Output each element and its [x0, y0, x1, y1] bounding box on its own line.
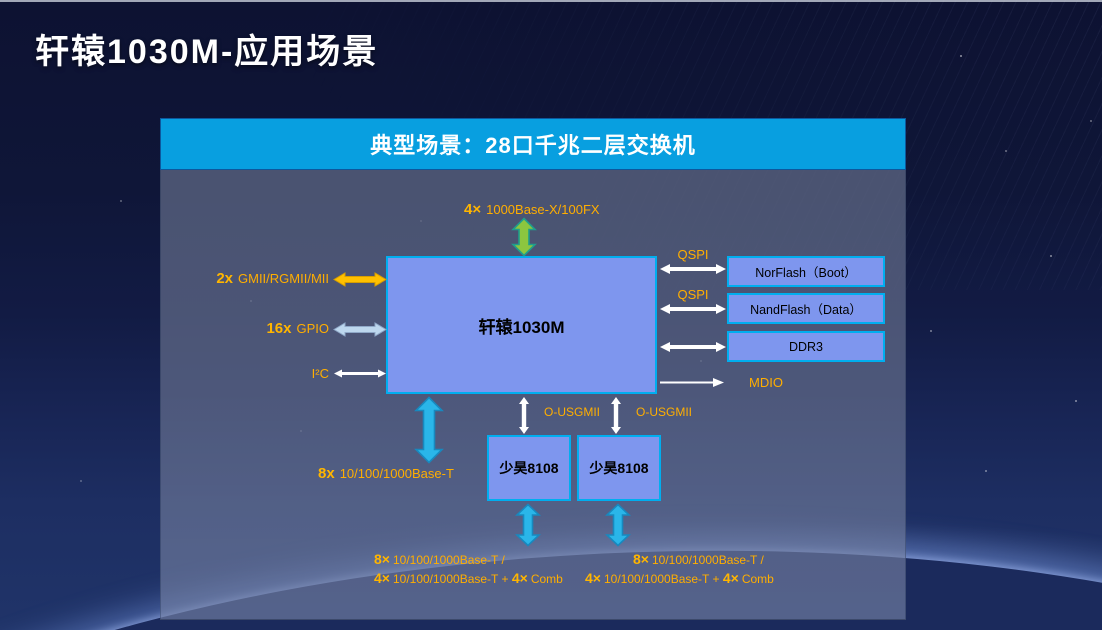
- phy-ports-qty: 8×: [374, 551, 390, 567]
- phy-ports-line2: 4×10/100/1000Base-T + 4×Comb: [585, 569, 774, 588]
- phy-block: 少昊8108: [577, 435, 661, 501]
- phy-ports-line1: 8×10/100/1000Base-T /: [374, 550, 563, 569]
- qspi-double-arrow-icon: [660, 264, 726, 274]
- usgmii-label: O-USGMII: [636, 405, 692, 419]
- phy-ports-qty: 4×: [374, 570, 390, 586]
- phy-ports-text: 10/100/1000Base-T +: [603, 572, 720, 586]
- page-title: 轩辕1030M-应用场景: [35, 33, 379, 71]
- ddr-double-arrow-icon: [660, 342, 726, 352]
- ddr3-label: DDR3: [788, 339, 824, 354]
- gpio-double-arrow-icon: [333, 322, 387, 337]
- norflash-label: NorFlash（Boot）: [755, 266, 857, 280]
- scenario-panel: 典型场景：28口千兆二层交换机 轩辕1030M 4× 1000Base-X/100…: [160, 118, 906, 620]
- fiber-port-qty: 4×: [464, 201, 482, 218]
- base-t-double-arrow-icon: [414, 396, 444, 464]
- phy-ports-double-arrow-icon: [515, 503, 541, 547]
- phy-ports-text: 10/100/1000Base-T +: [392, 572, 509, 586]
- norflash-block: NorFlash（Boot）: [727, 256, 885, 287]
- usgmii-double-arrow-icon: [519, 397, 529, 434]
- phy-ports-label: 8×10/100/1000Base-T / 4×10/100/1000Base-…: [374, 550, 563, 588]
- i2c-port-name: I²C: [311, 366, 329, 381]
- panel-header: 典型场景：28口千兆二层交换机: [160, 118, 906, 170]
- qspi-bus-label: QSPI: [677, 287, 709, 302]
- phy-ports-qty: 4×: [722, 570, 739, 586]
- gmii-port-qty: 2x: [216, 270, 233, 287]
- phy-ports-text: Comb: [530, 572, 563, 586]
- phy-ports-qty: 8×: [633, 551, 649, 567]
- gpio-port-name: GPIO: [296, 321, 329, 336]
- nandflash-block: NandFlash（Data）: [727, 293, 885, 324]
- nandflash-label: NandFlash（Data）: [750, 303, 862, 317]
- gpio-port-qty: 16x: [266, 320, 292, 337]
- phy-block: 少昊8108: [487, 435, 571, 501]
- chip-label: 轩辕1030M: [478, 317, 565, 337]
- fiber-port-label: 4× 1000Base-X/100FX: [464, 201, 600, 218]
- base-t-port-label: 8x 10/100/1000Base-T: [318, 465, 454, 482]
- chip-block: 轩辕1030M: [386, 256, 657, 394]
- phy-ports-line1: 8×10/100/1000Base-T /: [633, 550, 774, 569]
- qspi-bus-label: QSPI: [677, 247, 709, 262]
- gpio-port-label: 16x GPIO: [266, 320, 329, 337]
- phy-label: 少昊8108: [499, 460, 559, 476]
- fiber-double-arrow-icon: [511, 217, 537, 257]
- phy-ports-text: 10/100/1000Base-T /: [392, 553, 505, 567]
- usgmii-label: O-USGMII: [544, 405, 600, 419]
- phy-ports-line2: 4×10/100/1000Base-T + 4×Comb: [374, 569, 563, 588]
- gmii-port-name: GMII/RGMII/MII: [238, 271, 329, 286]
- phy-ports-double-arrow-icon: [605, 503, 631, 547]
- base-t-port-name: 10/100/1000Base-T: [339, 466, 454, 481]
- gmii-port-label: 2x GMII/RGMII/MII: [216, 270, 329, 287]
- phy-ports-text: Comb: [741, 572, 774, 586]
- phy-ports-qty: 4×: [585, 570, 601, 586]
- mdio-label: MDIO: [749, 375, 783, 390]
- window-top-edge: [0, 0, 1102, 2]
- fiber-port-name: 1000Base-X/100FX: [486, 202, 600, 217]
- usgmii-double-arrow-icon: [611, 397, 621, 434]
- phy-ports-text: 10/100/1000Base-T /: [651, 553, 764, 567]
- mdio-arrow-icon: [660, 378, 724, 387]
- phy-ports-label: 8×10/100/1000Base-T / 4×10/100/1000Base-…: [585, 550, 774, 588]
- gmii-double-arrow-icon: [333, 272, 387, 287]
- base-t-port-qty: 8x: [318, 465, 335, 482]
- i2c-port-label: I²C: [312, 366, 329, 381]
- phy-label: 少昊8108: [589, 460, 649, 476]
- ddr3-block: DDR3: [727, 331, 885, 362]
- qspi-double-arrow-icon: [660, 304, 726, 314]
- phy-ports-qty: 4×: [511, 570, 528, 586]
- i2c-double-arrow-icon: [334, 369, 386, 378]
